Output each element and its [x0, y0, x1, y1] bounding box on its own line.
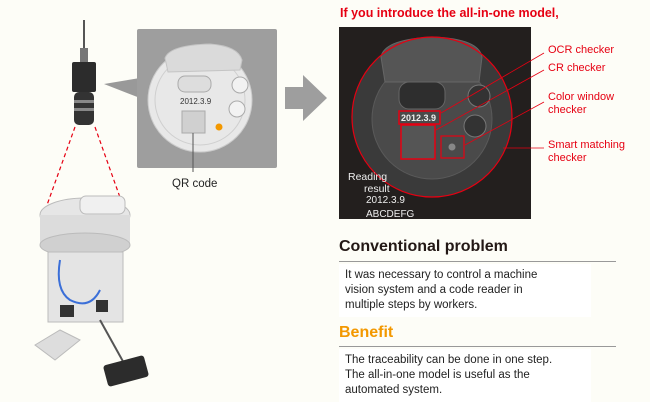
- arrow-right-icon: [285, 75, 327, 121]
- label-line: checker: [548, 152, 587, 164]
- reading-value: 2012.3.9: [366, 195, 405, 206]
- cr-box: [400, 124, 436, 160]
- ocr-checker-label: OCR checker: [548, 44, 615, 56]
- text-line: The traceability can be done in one step…: [345, 354, 553, 366]
- reading-value: ABCDEFG: [366, 208, 415, 220]
- section-title: If you introduce the all-in-one model,: [340, 6, 559, 20]
- benefit-text: The traceability can be done in one step…: [339, 349, 591, 402]
- detection-circle: [351, 36, 513, 198]
- ocr-box: [398, 110, 441, 125]
- qr-code-mark: [181, 110, 206, 134]
- label-line: Color window: [548, 91, 615, 103]
- text-line: automated system.: [345, 384, 443, 396]
- conventional-problem-text: It was necessary to control a machine vi…: [339, 264, 591, 317]
- divider: [339, 261, 616, 262]
- reader-capture-panel: 2012.3.9: [339, 27, 531, 219]
- benefit-heading: Benefit: [339, 324, 394, 341]
- text-line: The all-in-one model is useful as the: [345, 369, 530, 381]
- divider: [339, 346, 616, 347]
- camera-inspection-illustration: 2012.3.9: [34, 20, 327, 387]
- color-window-checker-label: Color window checker: [548, 91, 614, 117]
- reading-label: result: [364, 182, 390, 195]
- callout-pointer: [104, 78, 140, 98]
- panel-date-print: 2012.3.9: [401, 113, 436, 123]
- fuel-pump-module: [34, 195, 149, 387]
- color-window-box: [440, 135, 465, 159]
- beam-line-left: [46, 126, 76, 206]
- reading-label: Reading: [348, 171, 388, 183]
- date-print: 2012.3.9: [180, 97, 212, 106]
- camera-icon: [72, 62, 96, 125]
- text-line: vision system and a code reader in: [345, 284, 523, 296]
- reading-result: Reading result 2012.3.9 ABCDEFG: [348, 171, 415, 220]
- cr-checker-label: CR checker: [548, 62, 606, 74]
- cable-connector: [80, 48, 88, 62]
- checker-leader-lines: [435, 52, 545, 149]
- text-line: multiple steps by workers.: [345, 299, 478, 311]
- qr-code-label: QR code: [172, 178, 218, 190]
- color-window-dot: [215, 123, 223, 131]
- label-line: Smart matching: [548, 139, 626, 151]
- conventional-problem-heading: Conventional problem: [339, 238, 508, 255]
- text-line: It was necessary to control a machine: [345, 269, 538, 281]
- smart-matching-checker-label: Smart matching checker: [548, 139, 625, 165]
- label-line: checker: [548, 104, 587, 116]
- beam-line-right: [94, 126, 123, 204]
